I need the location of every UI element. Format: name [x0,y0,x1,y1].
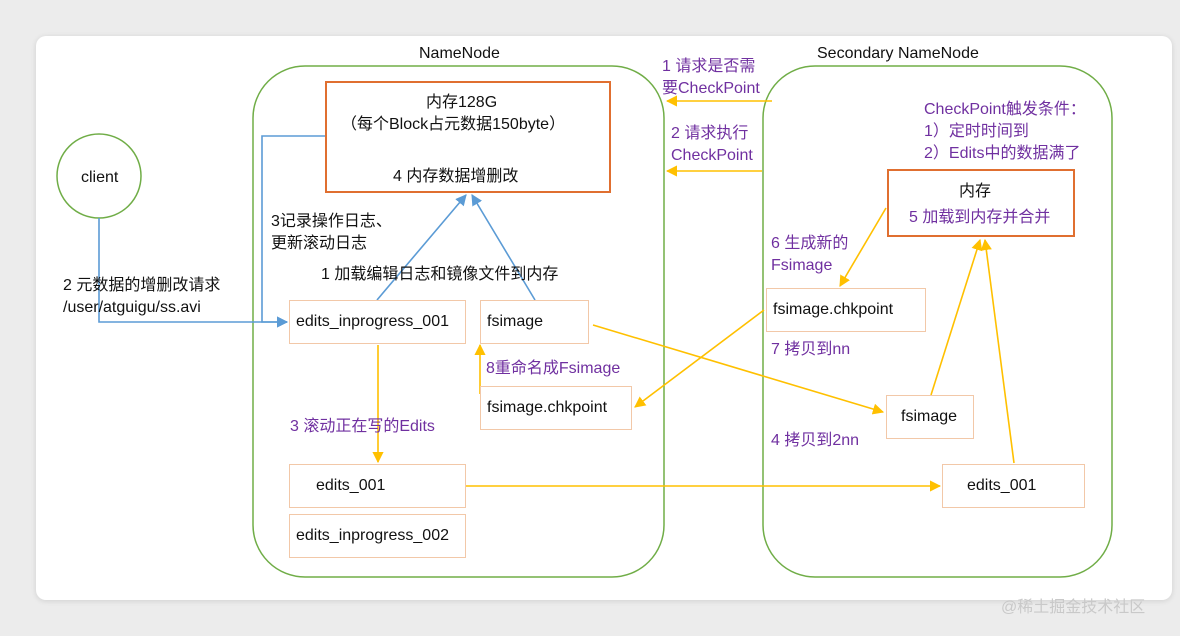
generate-fsimage-label-1: 6 生成新的 [771,235,849,252]
request-checkpoint-label-2: 要CheckPoint [662,80,760,97]
secondary-namenode-title: Secondary NameNode [817,45,979,62]
namenode-memory-note: （每个Block占元数据150byte） [341,116,566,133]
arrow-client-to-edits [98,218,289,328]
namenode-memory-size: 内存128G [426,94,498,111]
checkpoint-condition-2: 2）Edits中的数据满了 [924,145,1081,162]
execute-checkpoint-label-2: CheckPoint [671,147,753,164]
load-label: 1 加载编辑日志和镜像文件到内存 [321,266,559,283]
execute-checkpoint-label-1: 2 请求执行 [671,125,749,142]
arrow-copy-fsimage-to-2nn [592,324,885,415]
client-request-path: /user/atguigu/ss.avi [63,299,201,316]
namenode-title: NameNode [419,45,500,62]
copy-to-2nn-label: 4 拷贝到2nn [771,432,860,449]
arrow-memory-to-edits-log [261,135,325,328]
roll-edits-label: 3 滚动正在写的Edits [290,418,435,435]
arrow-edits-to-2nn-memory [980,238,1015,464]
generate-fsimage-label-2: Fsimage [771,257,833,274]
fsimage-chkpoint-2nn-box: fsimage.chkpoint [766,288,926,332]
log-label-1: 3记录操作日志、 [271,213,392,230]
fsimage-2nn-box: fsimage [886,395,974,439]
rename-label: 8重命名成Fsimage [486,360,621,377]
secondary-memory-box: 内存 5 加载到内存并合并 [887,169,1075,237]
edits-inprogress-001-box: edits_inprogress_001 [289,300,466,344]
namenode-memory-box: 内存128G （每个Block占元数据150byte） 4 内存数据增删改 [325,81,611,193]
secondary-namenode-container [762,65,1113,578]
edits-inprogress-002-box: edits_inprogress_002 [289,514,466,558]
client-request-label: 2 元数据的增删改请求 [63,277,221,294]
arrow-copy-chkpoint-to-nn [634,309,765,408]
arrow-edits-to-memory [376,194,467,301]
arrow-generate-fsimage [839,207,887,287]
namenode-memory-crud: 4 内存数据增删改 [393,168,519,185]
arrow-fsimage-to-2nn-memory [930,238,983,396]
fsimage-nn-box: fsimage [480,300,589,344]
edits-001-2nn-box: edits_001 [942,464,1085,508]
log-label-2: 更新滚动日志 [271,235,368,252]
arrow-fsimage-to-memory [471,194,536,301]
fsimage-chkpoint-nn-box: fsimage.chkpoint [480,386,632,430]
client-label: client [81,169,119,186]
secondary-memory-merge: 5 加载到内存并合并 [909,209,1051,226]
edits-001-nn-box: edits_001 [289,464,466,508]
request-checkpoint-label-1: 1 请求是否需 [662,58,756,75]
secondary-memory-title: 内存 [959,183,992,200]
checkpoint-condition-1: 1）定时时间到 [924,123,1029,140]
copy-to-nn-label: 7 拷贝到nn [771,341,851,358]
watermark-text: @稀土掘金技术社区 [1001,599,1146,616]
checkpoint-condition-title: CheckPoint触发条件： [924,101,1086,118]
